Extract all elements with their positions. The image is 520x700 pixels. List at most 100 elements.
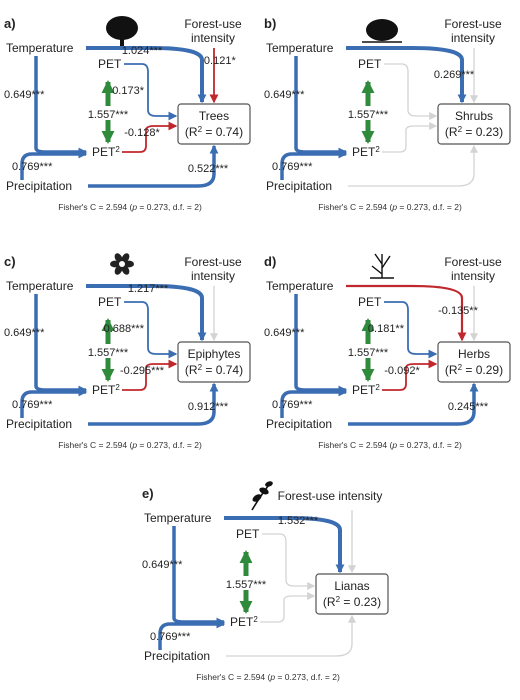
r2-label: (R2 = 0.74) xyxy=(185,125,243,140)
panel-letter: d) xyxy=(264,254,276,269)
response-box xyxy=(177,341,251,383)
pet-response-arrow xyxy=(384,301,438,359)
fisher-p: p xyxy=(131,440,137,450)
temperature-label: Temperature xyxy=(266,41,334,55)
precipitation-response-arrow xyxy=(88,382,219,426)
fisher-statistic: Fisher's C = 2.594 (p = 0.273, d.f. = 2) xyxy=(318,440,462,450)
forest-use-label: Forest-use xyxy=(184,17,242,31)
herb-icon xyxy=(370,253,394,279)
panel-d: d)Forest-useintensity-0.135**0.649***1.5… xyxy=(264,253,511,450)
response-box xyxy=(315,573,389,615)
pet-label: PET xyxy=(358,295,382,309)
fisher-p: p xyxy=(269,672,275,682)
pet2-label: PET2 xyxy=(230,615,258,630)
precipitation-pet2-arrow xyxy=(280,149,348,180)
pet-coef: 0.173* xyxy=(112,85,145,97)
temperature-pet2-arrow xyxy=(294,294,348,395)
pet-coef: 0.181** xyxy=(368,323,405,335)
response-box xyxy=(177,103,251,145)
pet2-base: PET xyxy=(230,615,254,629)
forest-use-label-line2: intensity xyxy=(191,31,235,45)
precipitation-response-arrow xyxy=(348,144,478,187)
fisher-statistic: Fisher's C = 2.594 (p = 0.273, d.f. = 2) xyxy=(318,202,462,212)
pet2-response-arrow xyxy=(122,121,178,153)
pet-pet2-coef: 1.557*** xyxy=(348,347,389,359)
tree-icon xyxy=(106,16,138,48)
precipitation-response-arrow xyxy=(348,382,479,426)
precipitation-label: Precipitation xyxy=(6,179,72,193)
fisher-rest: = 0.273, d.f. = 2) xyxy=(137,440,202,450)
r2-value: = 0.29) xyxy=(462,363,503,377)
fisher-prefix: Fisher's C = 2.594 ( xyxy=(318,202,392,212)
r2-prefix: (R xyxy=(445,125,458,139)
shrub-icon xyxy=(362,19,402,43)
pet2-sup: 2 xyxy=(375,383,380,392)
temperature-label: Temperature xyxy=(6,279,74,293)
forest-use-label: Forest-use intensity xyxy=(278,489,383,503)
temperature-coef: 1.024*** xyxy=(122,45,163,57)
precipitation-pet2-coef: 0.769*** xyxy=(272,161,313,173)
panel-e: e)Forest-use intensity1.532***0.649***1.… xyxy=(142,481,389,682)
fisher-rest: = 0.273, d.f. = 2) xyxy=(397,440,462,450)
r2-sup: 2 xyxy=(458,363,463,372)
epiphyte-icon xyxy=(110,253,134,275)
pet2-coef: -0.128* xyxy=(124,127,160,139)
pet2-base: PET xyxy=(92,383,116,397)
pet2-base: PET xyxy=(92,145,116,159)
temperature-response-arrow xyxy=(346,46,467,104)
r2-sup: 2 xyxy=(198,125,203,134)
response-box xyxy=(437,341,511,383)
precipitation-coef: 0.522*** xyxy=(188,163,229,175)
temperature-response-arrow xyxy=(86,284,207,342)
temperature-label: Temperature xyxy=(6,41,74,55)
panel-b: b)Forest-useintensity0.269***0.649***1.5… xyxy=(264,16,511,212)
fisher-statistic: Fisher's C = 2.594 (p = 0.273, d.f. = 2) xyxy=(58,440,202,450)
pet-response-arrow xyxy=(384,63,438,120)
r2-value: = 0.23) xyxy=(462,125,503,139)
r2-prefix: (R xyxy=(185,363,198,377)
panel-letter: c) xyxy=(4,254,16,269)
pet2-response-arrow xyxy=(382,122,438,153)
fisher-p: p xyxy=(391,202,397,212)
precipitation-label: Precipitation xyxy=(266,179,332,193)
temperature-response-arrow xyxy=(346,284,467,342)
response-label: Herbs xyxy=(458,347,490,361)
r2-value: = 0.74) xyxy=(202,125,243,139)
temperature-coef: 1.217*** xyxy=(128,283,169,295)
pet2-label: PET2 xyxy=(92,145,120,160)
pet2-sup: 2 xyxy=(115,383,120,392)
temperature-pet-coef: 0.649*** xyxy=(264,327,305,339)
precipitation-pet2-coef: 0.769*** xyxy=(12,399,53,411)
r2-label: (R2 = 0.23) xyxy=(445,125,503,140)
panel-letter: e) xyxy=(142,486,154,501)
fisher-rest: = 0.273, d.f. = 2) xyxy=(275,672,340,682)
fisher-prefix: Fisher's C = 2.594 ( xyxy=(58,440,132,450)
response-box xyxy=(437,103,511,145)
temperature-pet2-arrow xyxy=(172,526,226,627)
pet2-label: PET2 xyxy=(352,145,380,160)
pet2-coef: -0.092* xyxy=(384,365,420,377)
precipitation-response-arrow xyxy=(88,144,219,188)
fisher-rest: = 0.273, d.f. = 2) xyxy=(137,202,202,212)
pet-response-arrow xyxy=(124,63,178,121)
temperature-response-arrow xyxy=(86,46,207,104)
pet-pet2-coef: 1.557*** xyxy=(348,109,389,121)
pet-label: PET xyxy=(98,57,122,71)
temperature-pet-coef: 0.649*** xyxy=(4,327,45,339)
forest-use-label-line2: intensity xyxy=(451,31,495,45)
pet2-response-arrow xyxy=(382,359,438,391)
fisher-prefix: Fisher's C = 2.594 ( xyxy=(58,202,132,212)
panel-letter: a) xyxy=(4,16,16,31)
precipitation-label: Precipitation xyxy=(144,649,210,663)
fisher-prefix: Fisher's C = 2.594 ( xyxy=(318,440,392,450)
forest-use-label-line2: intensity xyxy=(451,269,495,283)
pet-pet2-coef: 1.557*** xyxy=(88,347,129,359)
fisher-statistic: Fisher's C = 2.594 (p = 0.273, d.f. = 2) xyxy=(58,202,202,212)
forest-use-label: Forest-use xyxy=(444,255,502,269)
pet-label: PET xyxy=(236,527,260,541)
r2-value: = 0.74) xyxy=(202,363,243,377)
liana-icon xyxy=(251,481,273,511)
temperature-pet2-arrow xyxy=(294,56,348,157)
precipitation-pet2-arrow xyxy=(280,387,348,418)
